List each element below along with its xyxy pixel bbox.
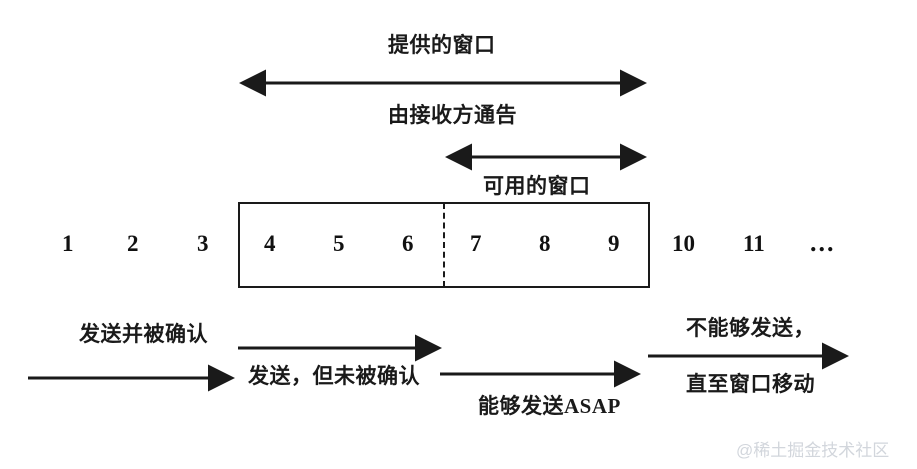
sent-acked-arrow (28, 364, 235, 392)
usable-window-arrow (445, 143, 647, 171)
sequence-number: 11 (743, 231, 765, 256)
sent-not-acked-arrow (238, 334, 442, 362)
cannot-send-arrow (648, 342, 849, 370)
sequence-number: 2 (127, 231, 139, 256)
sequence-number: 10 (672, 231, 695, 256)
sequence-number: 7 (470, 231, 482, 256)
sequence-number: 8 (539, 231, 551, 256)
usable-window-label: 可用的窗口 (483, 174, 591, 198)
until-window-moves-label: 直至窗口移动 (686, 372, 815, 396)
offered-window-arrow (239, 69, 647, 97)
sequence-number: 4 (264, 231, 276, 256)
window-divider (443, 203, 445, 287)
sequence-number: 1 (62, 231, 74, 256)
sent-acked-label: 发送并被确认 (79, 322, 208, 346)
sequence-number: 9 (608, 231, 620, 256)
sequence-ellipsis: ... (810, 228, 836, 257)
watermark: @稀土掘金技术社区 (736, 441, 890, 460)
sequence-number: 5 (333, 231, 345, 256)
advertised-by-receiver-label: 由接收方通告 (388, 103, 517, 127)
sent-not-acked-label: 发送，但未被确认 (248, 364, 420, 388)
offered-window-label: 提供的窗口 (388, 33, 496, 57)
can-send-asap-arrow (440, 360, 641, 388)
sequence-number: 3 (197, 231, 209, 256)
can-send-asap-label: 能够发送ASAP (478, 394, 621, 418)
cannot-send-label: 不能够发送， (686, 316, 815, 340)
sequence-number: 6 (402, 231, 414, 256)
